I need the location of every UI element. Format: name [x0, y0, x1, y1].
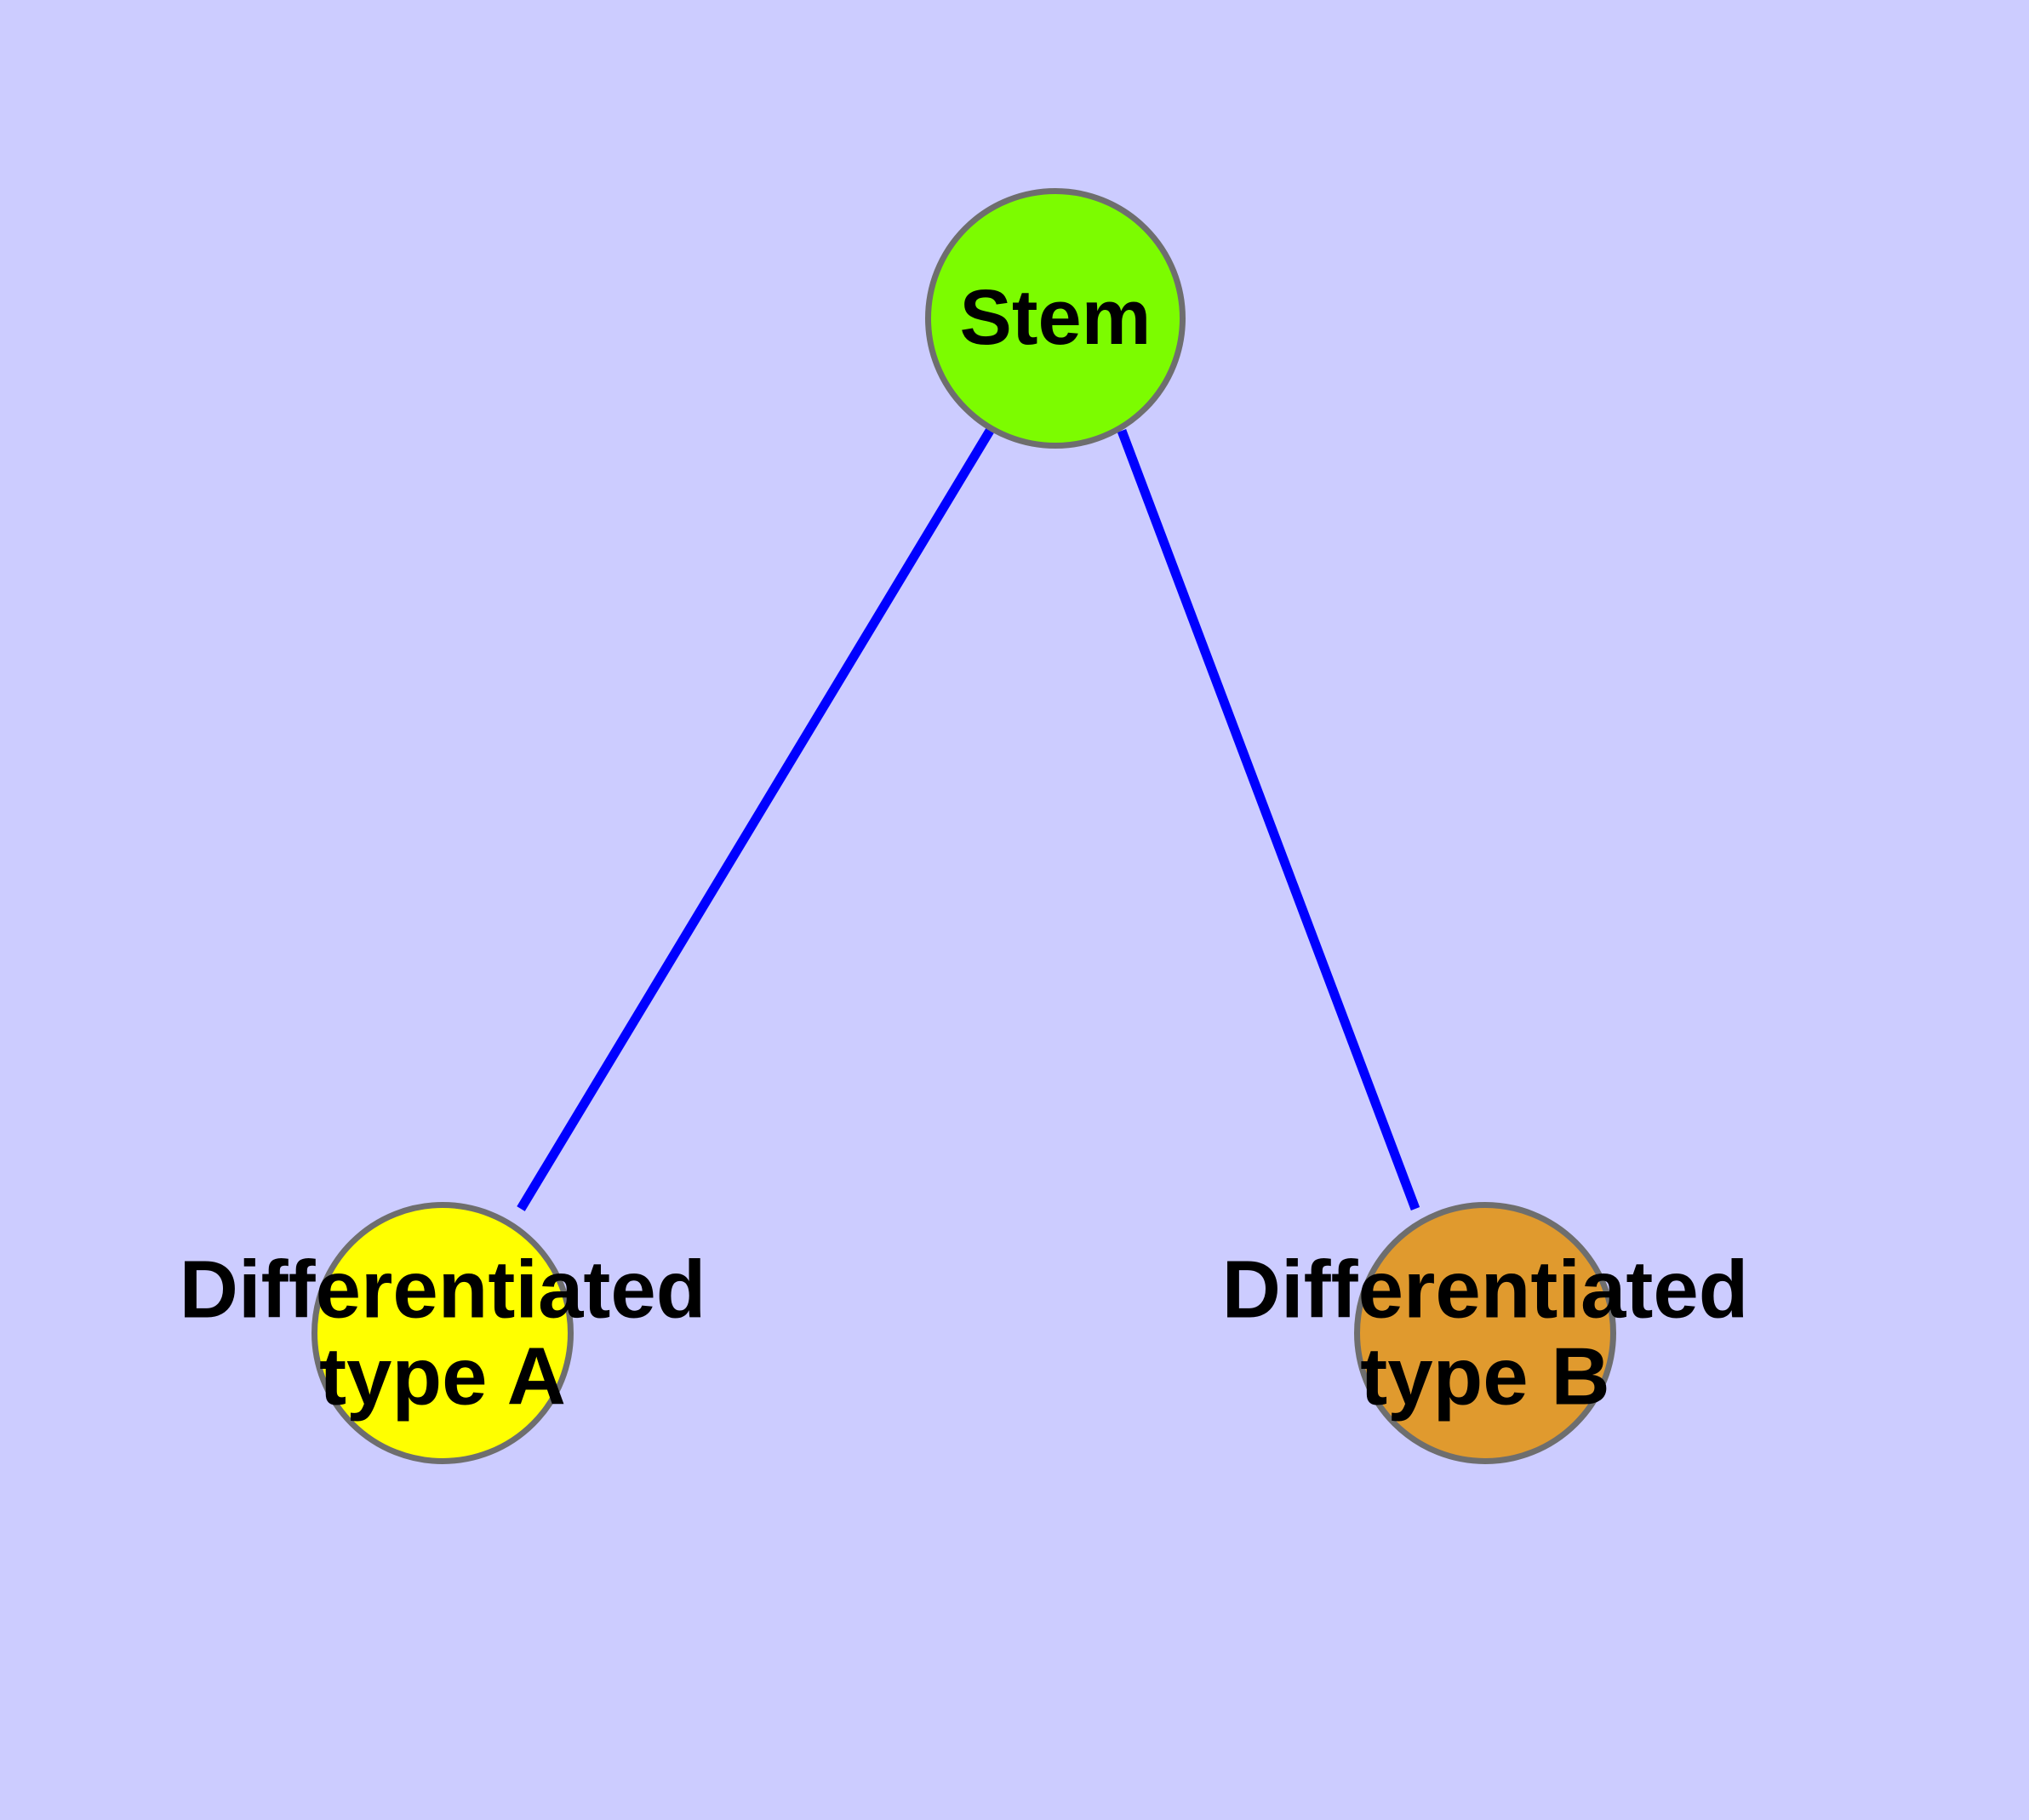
node-stem[interactable]	[925, 188, 1186, 449]
node-differentiated-type-b[interactable]	[1354, 1202, 1616, 1464]
node-group	[311, 188, 1616, 1464]
node-differentiated-type-a[interactable]	[311, 1202, 574, 1464]
edge-stem-to-differentiated-type-a[interactable]	[517, 428, 994, 1211]
edge-stem-to-differentiated-type-b[interactable]	[1117, 429, 1420, 1210]
edge-group	[517, 428, 1420, 1211]
